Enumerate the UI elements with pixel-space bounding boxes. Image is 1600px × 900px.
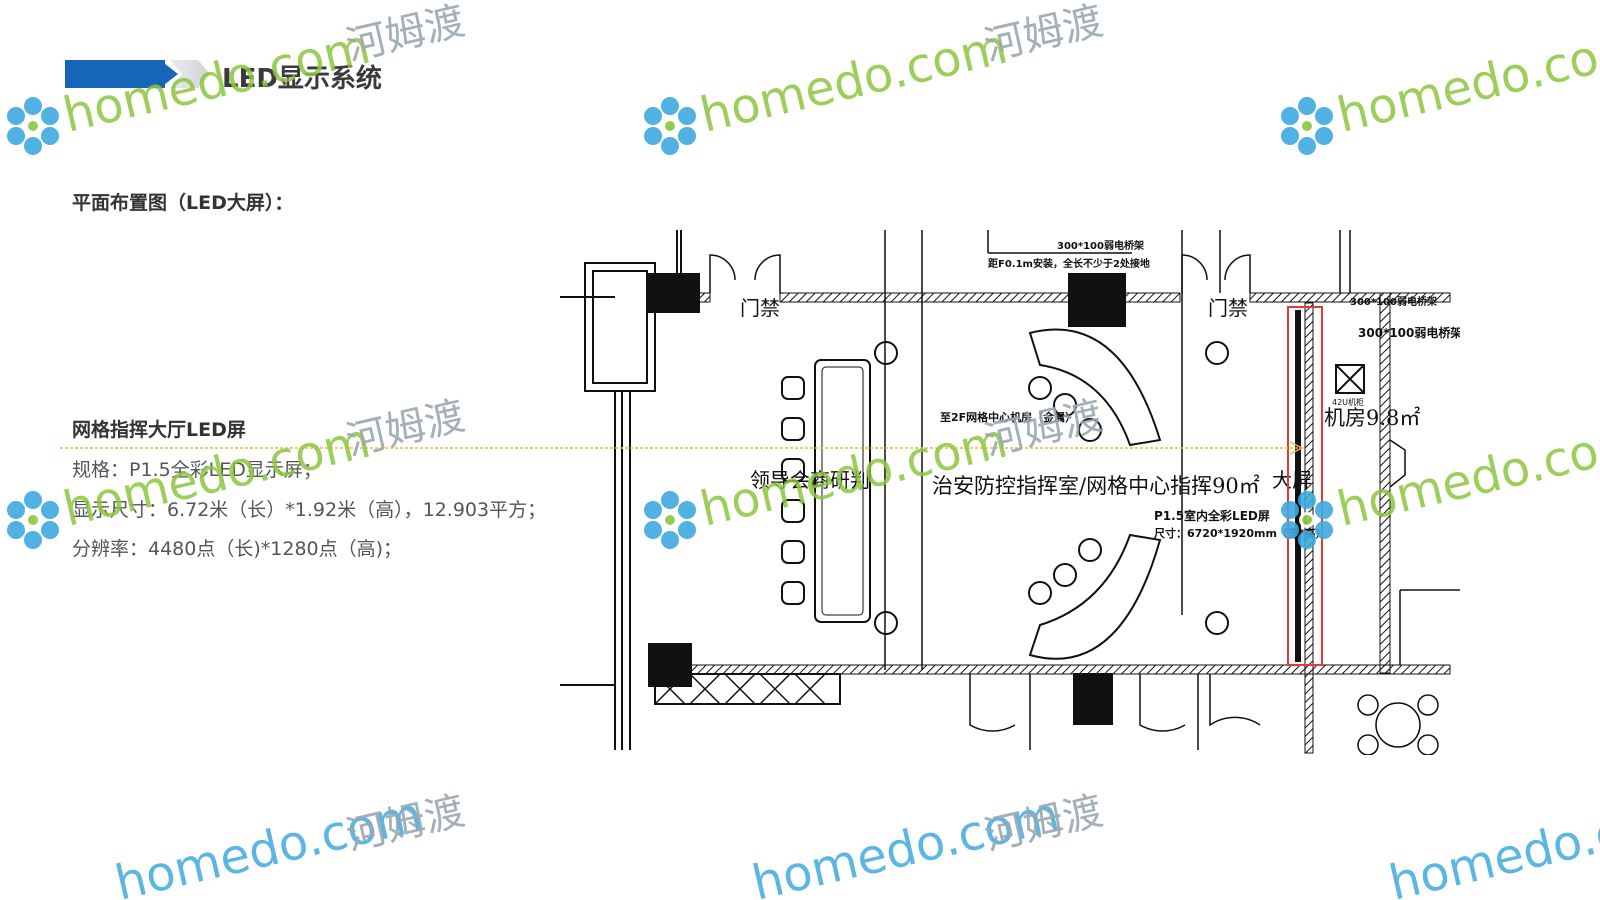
console-lower: [1028, 533, 1162, 660]
hatch-strip: [654, 673, 826, 705]
header-accent-bar: [65, 60, 165, 88]
speaker-icons: [874, 341, 1229, 635]
spec-heading: 网格指挥大厅LED屏: [72, 419, 246, 441]
header-arrow: [160, 60, 178, 88]
column-bottom-center: [1073, 673, 1113, 725]
room-label-server: 机房9.8㎡: [1324, 406, 1420, 430]
console-chairs: [1028, 376, 1102, 605]
door-left: [709, 254, 781, 293]
led-label-1: P1.5室内全彩LED屏: [1154, 508, 1270, 523]
door-label-left: 门禁: [740, 296, 780, 320]
page-title: LED显示系统: [222, 64, 382, 94]
section-title: 平面布置图（LED大屏）：: [72, 192, 294, 214]
console-upper: [1028, 328, 1162, 447]
led-screen-highlight: [1287, 306, 1323, 666]
column-top-center: [1068, 273, 1126, 327]
spec-line-resolution: 分辨率：4480点（长)*1280点（高)；: [72, 538, 403, 560]
spec-line-model: 规格：P1.5全彩LED显示屏；: [72, 459, 322, 481]
wall-right: [1379, 292, 1391, 674]
led-screen: [1295, 310, 1301, 662]
tray-note-right-2: 300*100弱电桥架，F0: [1358, 325, 1460, 340]
door-right: [1181, 254, 1251, 293]
spec-line-size: 显示尺寸：6.72米（长）*1.92米（高），12.903平方；: [72, 499, 547, 521]
server-cabinet: [1335, 364, 1365, 394]
round-table: [1357, 694, 1439, 755]
leader-chairs: [781, 376, 805, 605]
door-label-right: 门禁: [1208, 296, 1248, 320]
wall-bottom: [654, 664, 1451, 675]
room-label-main: 治安防控指挥室/网格中心指挥90㎡: [932, 474, 1260, 498]
room-label-leader: 领导会商研判: [750, 468, 870, 492]
leader-table: [814, 359, 871, 623]
tray-note-top-1: 300*100弱电桥架: [1057, 239, 1144, 252]
tray-note-top-2: 距F0.1m安装，全长不少于2处接地: [988, 257, 1150, 270]
bottom-doors: [969, 674, 1261, 732]
cabinet-note: 42U机柜: [1332, 397, 1364, 407]
tray-note-right-1: 300*100弱电桥架: [1350, 295, 1437, 308]
wall-top: [779, 292, 1181, 303]
left-structure: [560, 262, 656, 750]
screen-label: 大屏: [1272, 468, 1312, 492]
rear-note: 至2F网格中心机房（金属）: [940, 410, 1076, 424]
